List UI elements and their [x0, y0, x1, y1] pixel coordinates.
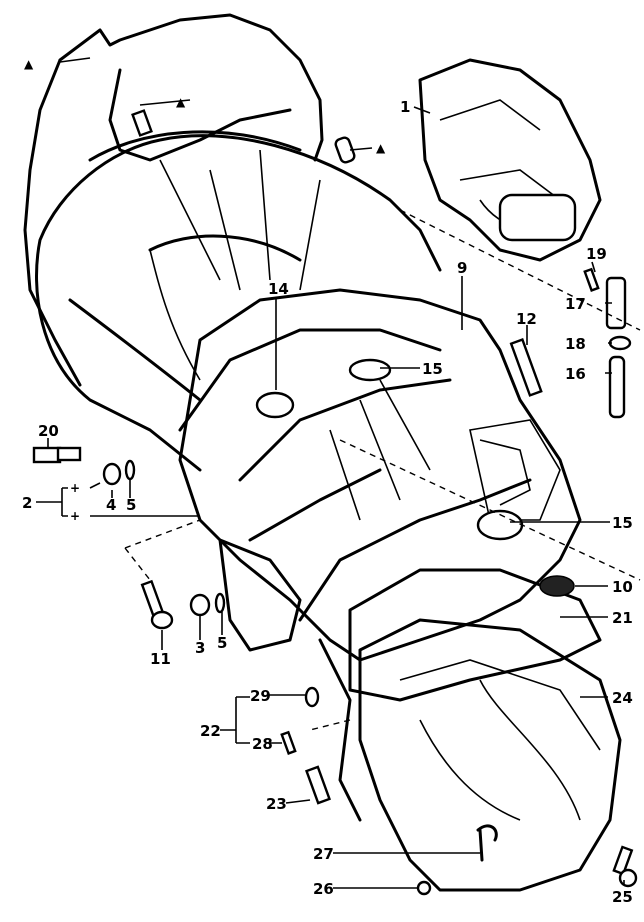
label-29: 29 [250, 687, 271, 705]
o-ring-18 [608, 335, 632, 351]
label-23: 23 [266, 795, 287, 813]
label-19: 19 [586, 245, 607, 263]
case-flange [178, 328, 532, 622]
bolt-11 [140, 579, 174, 630]
label-4: 4 [106, 496, 116, 514]
label-10: 10 [612, 578, 633, 596]
stud-23 [305, 765, 331, 805]
label-9: 9 [457, 259, 467, 277]
label-22: 22 [200, 722, 221, 740]
label-5b: 5 [217, 634, 227, 652]
bell-housing-inner [149, 149, 321, 381]
switch-20 [32, 446, 82, 464]
label-24: 24 [612, 689, 633, 707]
plus-marker: + [70, 509, 80, 523]
bearing-seal-15-top [348, 358, 392, 382]
gasket-plate [23, 13, 324, 387]
label-5: 5 [126, 496, 136, 514]
bolt-26 [416, 880, 432, 896]
leader-lines [36, 57, 625, 889]
label-14: 14 [268, 280, 289, 298]
gasket-21 [348, 568, 602, 702]
unit-output [498, 193, 577, 242]
triangle-marker: ▲ [176, 95, 186, 109]
transmission-case [178, 288, 582, 662]
bearing-seal-14 [255, 391, 295, 419]
label-27: 27 [313, 845, 334, 863]
pin-19 [583, 267, 600, 292]
washer-5b [214, 592, 226, 614]
assembly-line-a [124, 209, 641, 731]
label-3: 3 [195, 639, 205, 657]
rear-cover-detail [399, 659, 601, 821]
label-17: 17 [565, 295, 586, 313]
plus-marker: + [70, 481, 80, 495]
dowel-top [334, 136, 356, 164]
label-15-top: 15 [422, 360, 443, 378]
washer-5a [124, 459, 136, 481]
lower-housing [218, 538, 362, 822]
triangle-marker: ▲ [376, 141, 386, 155]
label-12: 12 [516, 310, 537, 328]
label-15-right: 15 [612, 514, 633, 532]
washer-29 [304, 686, 320, 708]
bell-housing [35, 130, 442, 472]
label-1: 1 [400, 98, 410, 116]
dipstick-27 [476, 824, 498, 862]
plug-4 [102, 462, 122, 486]
label-25: 25 [612, 888, 633, 906]
bolt-25 [612, 845, 638, 888]
label-16: 16 [565, 365, 586, 383]
gear-shaft-16 [608, 355, 626, 419]
plug-10 [539, 575, 575, 597]
pin-28 [280, 730, 297, 755]
label-21: 21 [612, 609, 633, 627]
label-18: 18 [565, 335, 586, 353]
label-11: 11 [150, 650, 171, 668]
label-20: 20 [38, 422, 59, 440]
label-28: 28 [252, 735, 273, 753]
bolt-top [131, 109, 153, 137]
assembled-transmission-1 [418, 58, 602, 262]
label-2: 2 [22, 494, 32, 512]
shaft-12 [509, 338, 543, 397]
rear-cover-24 [358, 618, 622, 892]
plug-3 [189, 593, 211, 617]
case-webbing [329, 379, 561, 521]
label-26: 26 [313, 880, 334, 898]
triangle-marker: ▲ [24, 57, 34, 71]
